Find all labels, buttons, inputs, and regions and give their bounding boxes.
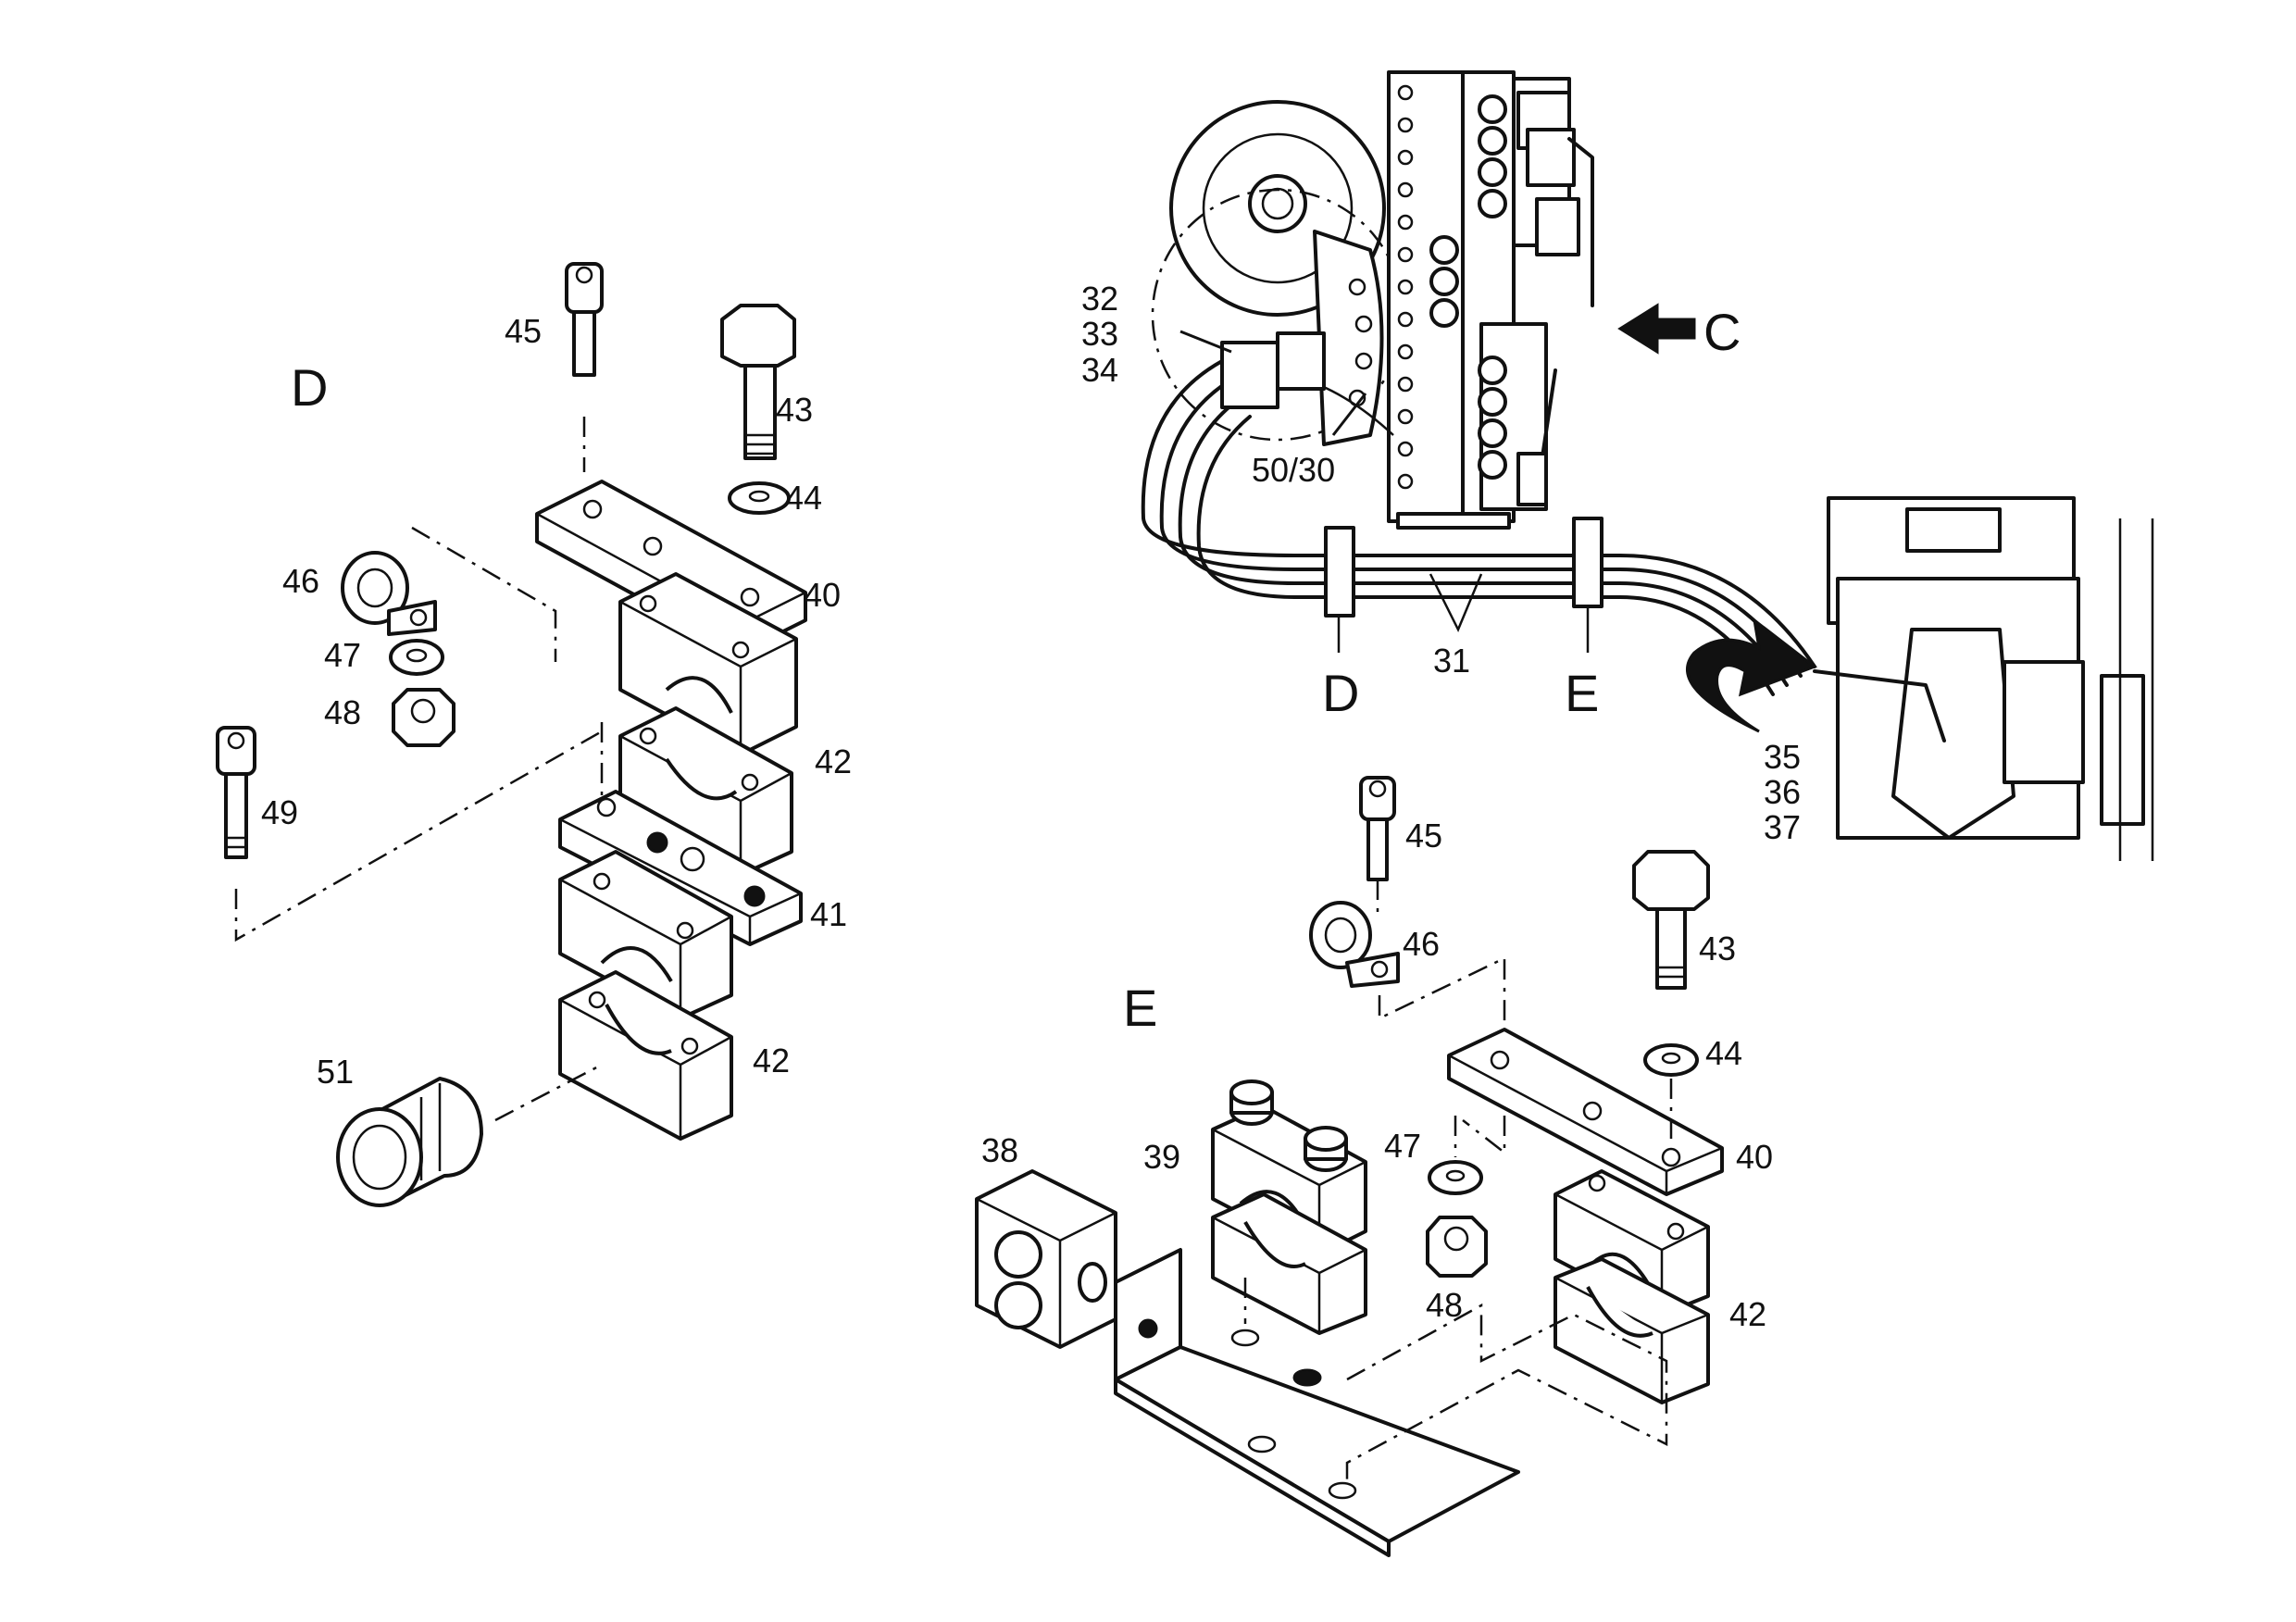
block-38-e <box>975 1169 1117 1349</box>
label-40-e: 40 <box>1736 1138 1773 1176</box>
clamp-39-e <box>1211 1079 1367 1335</box>
label-43: 43 <box>776 391 813 429</box>
overview-label-e: E <box>1565 664 1599 722</box>
washer-47-e <box>1428 1160 1483 1195</box>
label-41: 41 <box>810 895 847 933</box>
washer-44-e <box>1643 1043 1699 1077</box>
label-51: 51 <box>317 1053 354 1091</box>
label-48: 48 <box>324 693 361 731</box>
label-37: 37 <box>1764 808 1801 846</box>
label-39: 39 <box>1143 1138 1180 1176</box>
bushing-51 <box>336 1077 483 1207</box>
label-46-e: 46 <box>1403 925 1440 963</box>
overview-label-d: D <box>1322 664 1359 722</box>
label-46: 46 <box>282 562 319 600</box>
label-44-e: 44 <box>1705 1034 1742 1072</box>
label-49: 49 <box>261 793 298 831</box>
label-40: 40 <box>804 576 841 614</box>
washer-44 <box>728 481 791 515</box>
clamp-half-lower-a <box>558 850 733 1020</box>
label-45: 45 <box>505 312 542 350</box>
washer-47 <box>389 639 444 676</box>
bolt-43-e <box>1632 850 1710 990</box>
screw-45-e <box>1359 776 1396 881</box>
clamp-half-lower-42 <box>558 970 733 1141</box>
plate-40-e <box>1447 1028 1724 1196</box>
engine-overview <box>1141 70 2154 861</box>
view-label-d: D <box>291 358 328 417</box>
label-48-e: 48 <box>1426 1286 1463 1324</box>
view-label-c: C <box>1703 303 1741 361</box>
clamp-half-upper-42 <box>618 572 798 756</box>
screw-49 <box>216 726 256 859</box>
plate-41 <box>558 790 803 946</box>
nut-48-e <box>1426 1216 1488 1278</box>
label-47: 47 <box>324 636 361 674</box>
label-42-e: 42 <box>1729 1295 1766 1333</box>
clamp-assembly-d <box>216 262 807 1207</box>
clamp-42-e <box>1554 1169 1710 1404</box>
label-50-30: 50/30 <box>1252 451 1335 489</box>
label-44: 44 <box>785 479 822 517</box>
label-33: 33 <box>1081 315 1118 353</box>
bracket-e <box>1114 1248 1520 1557</box>
screw-45 <box>565 262 604 377</box>
callout-labels: D E C D E 45 43 44 40 46 47 48 42 49 41 … <box>261 280 1801 1333</box>
label-42-lower: 42 <box>753 1042 790 1079</box>
p-clip-46 <box>341 551 437 636</box>
p-clip-46-e <box>1309 901 1400 988</box>
label-36: 36 <box>1764 773 1801 811</box>
label-34: 34 <box>1081 351 1118 389</box>
label-35: 35 <box>1764 738 1801 776</box>
label-31: 31 <box>1433 642 1470 680</box>
label-38: 38 <box>981 1131 1018 1169</box>
view-label-e: E <box>1123 979 1157 1037</box>
label-47-e: 47 <box>1384 1127 1421 1165</box>
clamp-half-middle-42 <box>618 706 793 877</box>
label-32: 32 <box>1081 280 1118 318</box>
nut-48 <box>392 688 455 747</box>
clamp-assembly-e <box>975 776 1724 1557</box>
label-43-e: 43 <box>1699 930 1736 967</box>
label-45-e: 45 <box>1405 817 1442 855</box>
label-42: 42 <box>815 742 852 780</box>
bolt-43 <box>720 304 796 460</box>
